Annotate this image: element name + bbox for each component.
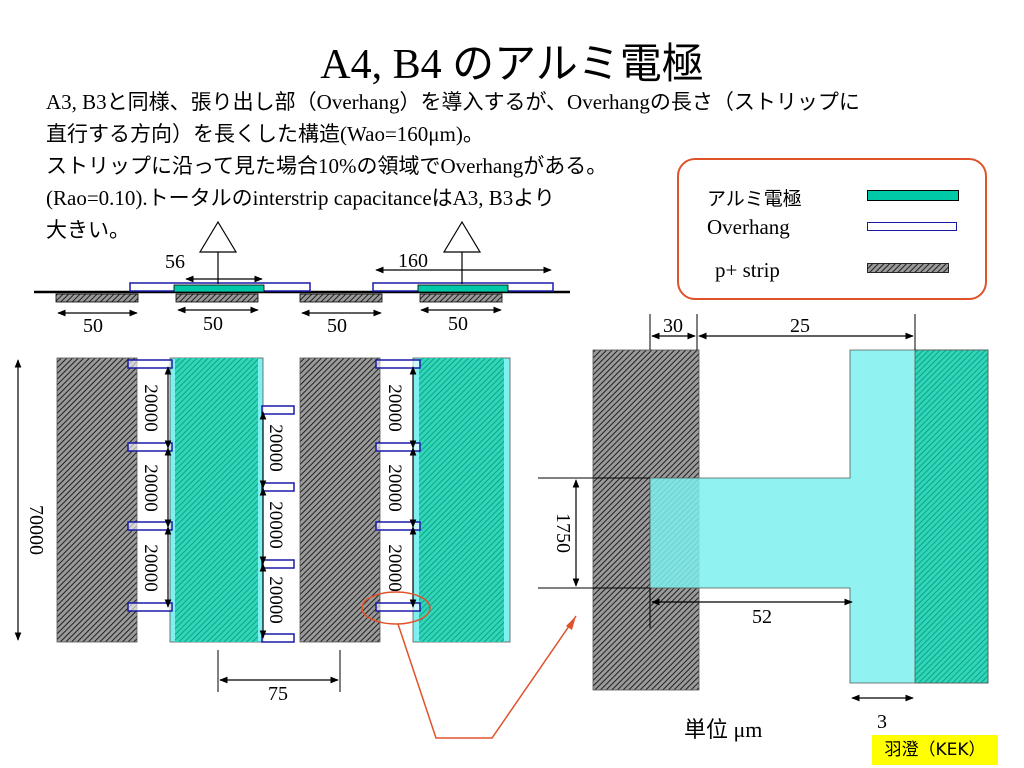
legend-box: アルミ電極 Overhang p+ strip (677, 158, 987, 300)
aluminum-plan-hatch (419, 358, 504, 642)
dim-segment: 20000 (384, 384, 405, 432)
legend-aluminum-label: アルミ電極 (707, 188, 802, 210)
description: A3, B3と同様、張り出し部（Overhang）を導入するが、Overhang… (46, 86, 926, 246)
overhang-plan-group (127, 359, 421, 643)
description-line: 大きい。 (46, 218, 130, 242)
description-line: ストリップに沿って見た場合10%の領域でOverhangがある。 (46, 154, 608, 178)
dim-3: 3 (877, 711, 887, 733)
description-line: 直行する方向）を長くした構造(Wao=160μm)。 (46, 122, 484, 146)
description-line: A3, B3と同様、張り出し部（Overhang）を導入するが、Overhang… (46, 90, 860, 114)
pad-triangle-icon (198, 220, 238, 253)
pad-triangle-icon (442, 220, 482, 253)
dim-30: 30 (663, 315, 683, 337)
pstrip-section (299, 293, 383, 303)
dim-segment: 20000 (265, 576, 286, 624)
unit-label: 単位 μm (684, 717, 763, 742)
dim-segment: 20000 (265, 501, 286, 549)
dim-segment: 20000 (140, 384, 161, 432)
pstrip-section (175, 293, 259, 303)
page-title: A4, B4 のアルミ電極 (320, 42, 704, 88)
pstrip-section (419, 293, 503, 303)
callout-line (397, 615, 577, 739)
plan-view: 70000 20000 20000 20000 20000 20000 2000… (14, 357, 577, 739)
dim-pitch: 50 (448, 313, 468, 335)
pstrip-section (55, 293, 139, 303)
aluminum-section (417, 284, 509, 293)
legend-overhang-swatch (867, 222, 957, 231)
legend-overhang-label: Overhang (707, 215, 790, 239)
dim-segment: 20000 (384, 544, 405, 592)
legend-pstrip-label: p+ strip (715, 258, 780, 282)
dim-segment: 20000 (140, 544, 161, 592)
pstrip-plan (299, 357, 381, 643)
dim-total-length: 70000 (25, 505, 47, 555)
dim-pitch: 50 (83, 315, 103, 337)
callout-ellipse (361, 591, 431, 625)
dim-segment: 20000 (265, 424, 286, 472)
aluminum-detail-hatch (914, 349, 989, 684)
dim-52: 52 (752, 606, 772, 628)
cross-section: 56 160 50 50 50 50 (34, 220, 570, 337)
legend-aluminum-swatch (867, 190, 959, 201)
dim-pitch: 50 (327, 315, 347, 337)
dim-gap: 75 (268, 683, 288, 705)
dim-1750: 1750 (552, 513, 574, 553)
dim-segment: 20000 (384, 464, 405, 512)
legend-pstrip-swatch (867, 263, 949, 273)
author-badge: 羽澄（KEK） (872, 735, 998, 765)
dim-overhang-b: 160 (398, 250, 428, 272)
dim-25: 25 (790, 315, 810, 337)
dim-overhang-a: 56 (165, 251, 185, 273)
dim-segment: 20000 (140, 464, 161, 512)
detail-view: 30 25 1750 52 3 (538, 314, 989, 733)
aluminum-section (173, 284, 265, 293)
aluminum-plan-hatch (175, 358, 258, 642)
description-line: (Rao=0.10).トータルのinterstrip capacitanceはA… (46, 186, 555, 210)
pstrip-plan (56, 357, 138, 643)
dim-pitch: 50 (203, 313, 223, 335)
